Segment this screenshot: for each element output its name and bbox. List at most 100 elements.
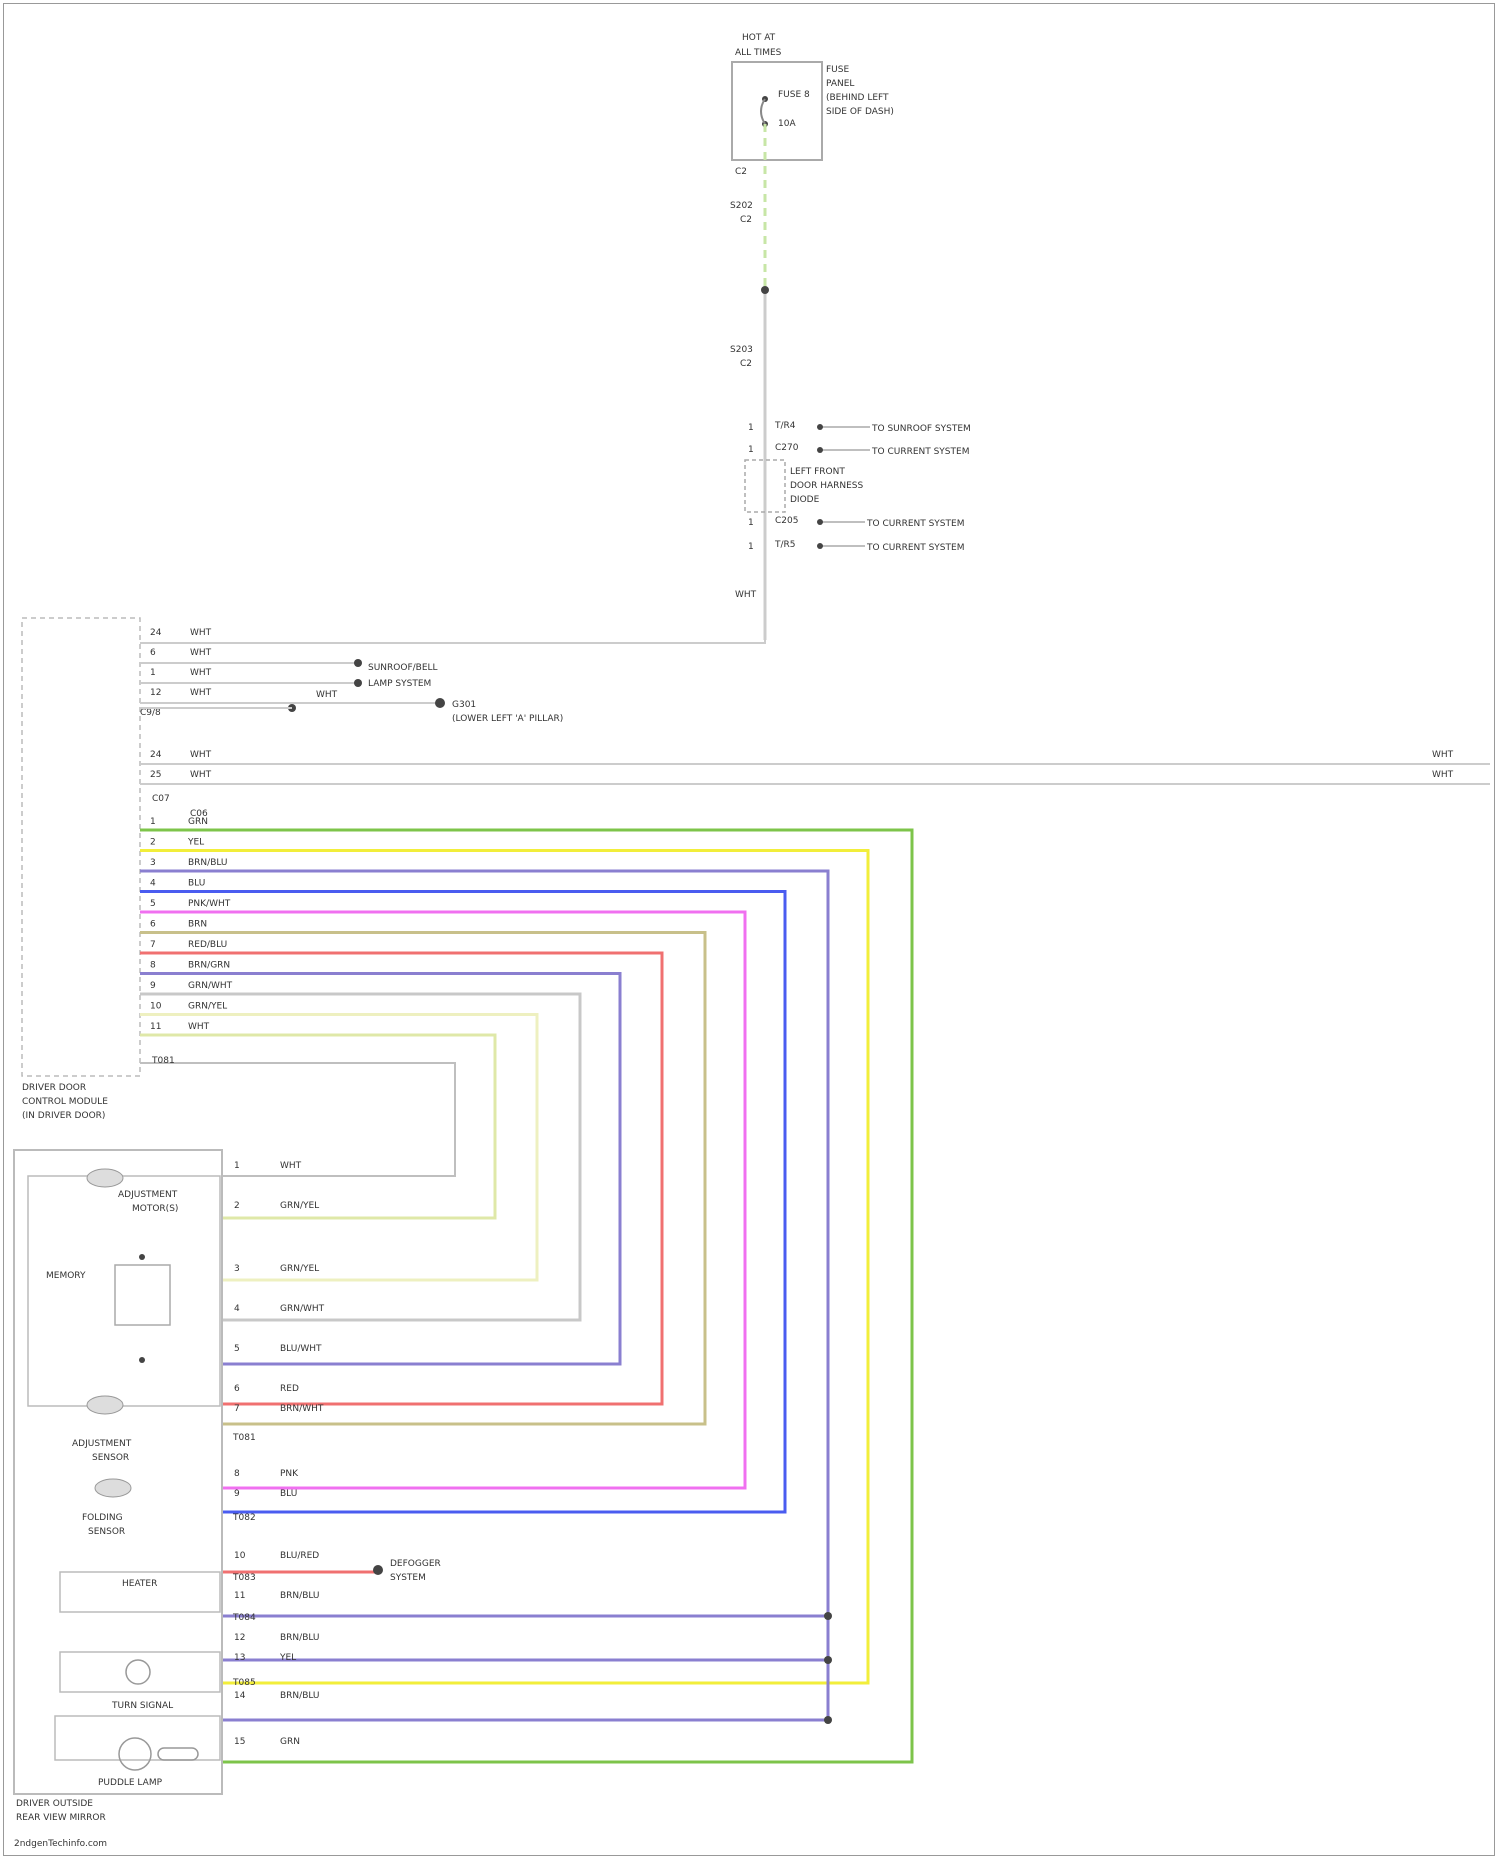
heater-label: HEATER xyxy=(122,1579,157,1589)
splice2-id: S203 xyxy=(730,345,753,355)
fuse-note-3: (BEHIND LEFT xyxy=(826,93,889,103)
adj-motor-icon xyxy=(87,1169,123,1187)
pin-label: 6 xyxy=(150,920,156,930)
mirror-outline xyxy=(14,1150,222,1794)
pin-label: 7 xyxy=(150,940,156,950)
memory-box xyxy=(115,1265,170,1325)
pin-label: 2 xyxy=(150,838,156,848)
lamp-dot xyxy=(354,679,362,687)
mirror-wire-label: BRN/WHT xyxy=(280,1404,324,1414)
mirror-pin: 14 xyxy=(234,1691,246,1701)
mirror-pin: 3 xyxy=(234,1264,240,1274)
conn-pin: 1 xyxy=(748,445,754,455)
mirror-pin: 7 xyxy=(234,1404,240,1414)
pin-label: 24 xyxy=(150,628,162,638)
pin-label: 12 xyxy=(150,688,161,698)
module-name-2: CONTROL MODULE xyxy=(22,1097,108,1107)
folding-sensor-icon xyxy=(95,1479,131,1497)
pin-label: 8 xyxy=(150,961,156,971)
module-upper-pins: 24 WHT 6 WHT 1 WHT SUNROOF/BELL LAMP SYS… xyxy=(140,590,765,724)
sunroof-label-2: LAMP SYSTEM xyxy=(368,679,431,689)
conn-pin: 1 xyxy=(748,542,754,552)
mirror-pin: 2 xyxy=(234,1201,240,1211)
pin-label: 3 xyxy=(150,858,156,868)
turn-signal-icon xyxy=(126,1660,150,1684)
wire-label: BRN xyxy=(188,920,207,930)
conn-id: T/R4 xyxy=(774,421,796,431)
harness-wire xyxy=(140,912,745,1488)
mirror-pin: 8 xyxy=(234,1469,240,1479)
fuse-amp: 10A xyxy=(778,119,796,129)
mirror-pin: 1 xyxy=(234,1161,240,1171)
memory-node xyxy=(139,1357,145,1363)
mirror-connector: T085 xyxy=(232,1678,256,1688)
splice2-pin: C2 xyxy=(740,359,752,369)
mirror-connector: T084 xyxy=(232,1613,256,1623)
conn-dest: TO CURRENT SYSTEM xyxy=(866,543,964,553)
pin-label: 25 xyxy=(150,770,161,780)
sunroof-dot xyxy=(354,659,362,667)
wire-label: WHT xyxy=(188,1022,210,1032)
module-outline xyxy=(22,618,140,1076)
puddle-label: PUDDLE LAMP xyxy=(98,1778,163,1788)
pin-label: 5 xyxy=(150,899,156,909)
adj-motor-label-2: MOTOR(S) xyxy=(132,1204,178,1214)
harness-wire xyxy=(140,851,868,1684)
mirror-pin: 6 xyxy=(234,1384,240,1394)
footer-source: 2ndgenTechinfo.com xyxy=(14,1839,107,1849)
harness-wire xyxy=(140,974,620,1365)
ground-dot xyxy=(435,698,445,708)
pin-label: 24 xyxy=(150,750,162,760)
conn-arrow-dot xyxy=(817,424,823,430)
harness-wire xyxy=(140,953,662,1404)
defogger-label-1: DEFOGGER xyxy=(390,1559,441,1569)
wire-label: RED/BLU xyxy=(188,940,227,950)
wire-label: WHT xyxy=(190,628,212,638)
mirror-wire-label: BLU/WHT xyxy=(280,1344,322,1354)
module-bottom-connector: T081 xyxy=(151,1056,175,1066)
splice1-id: S202 xyxy=(730,201,753,211)
connector-rows: 1 T/R4 TO SUNROOF SYSTEM 1 C270 TO CURRE… xyxy=(745,421,971,553)
mirror-connector: T081 xyxy=(232,1433,256,1443)
mirror-pin: 12 xyxy=(234,1633,245,1643)
pin-label: 11 xyxy=(150,1022,161,1032)
mirror-wire-label: PNK xyxy=(280,1469,299,1479)
mirror-wire-label: RED xyxy=(280,1384,299,1394)
wire-label: WHT xyxy=(190,750,212,760)
memory-label: MEMORY xyxy=(46,1271,86,1281)
conn-dest: TO SUNROOF SYSTEM xyxy=(871,424,971,434)
splice-dot xyxy=(824,1656,832,1664)
junction-note-2: DOOR HARNESS xyxy=(790,481,864,491)
mirror-wire-harness xyxy=(140,830,912,1762)
pin-label: 1 xyxy=(150,817,156,827)
fuse-note-1: FUSE xyxy=(826,65,849,75)
harness-wire xyxy=(140,1015,537,1281)
conn-id: C205 xyxy=(775,516,798,526)
fuse-pin: C2 xyxy=(735,167,747,177)
wire-label: BRN/GRN xyxy=(188,961,230,971)
turn-signal-label: TURN SIGNAL xyxy=(111,1701,173,1711)
splice-dot xyxy=(824,1716,832,1724)
mirror-pin: 11 xyxy=(234,1591,245,1601)
wire-label: PNK/WHT xyxy=(188,899,231,909)
mirror-name-1: DRIVER OUTSIDE xyxy=(16,1799,93,1809)
splice-dot xyxy=(824,1612,832,1620)
splice-wire-label: WHT xyxy=(316,690,338,700)
fuse-panel: HOT AT ALL TIMES FUSE 8 10A FUSE PANEL (… xyxy=(732,33,894,177)
mirror-pin: 4 xyxy=(234,1304,240,1314)
wire-label: YEL xyxy=(187,838,204,848)
adj-sensor-label-1: ADJUSTMENT xyxy=(72,1439,132,1449)
conn-id: T/R5 xyxy=(774,540,796,550)
junction-note-1: LEFT FRONT xyxy=(790,467,845,477)
mirror-wire-label: BLU/RED xyxy=(280,1551,319,1561)
conn-arrow-dot xyxy=(817,543,823,549)
fuse-box-outline xyxy=(732,62,822,160)
mirror-wire-label: BRN/BLU xyxy=(280,1591,320,1601)
mirror-name-2: REAR VIEW MIRROR xyxy=(16,1813,106,1823)
fuse-symbol xyxy=(761,99,765,124)
wire-to-feed xyxy=(140,590,765,643)
mirror-wire-label: GRN/YEL xyxy=(280,1201,319,1211)
harness-wire xyxy=(140,1063,455,1176)
mirror-wire-label: YEL xyxy=(279,1653,296,1663)
